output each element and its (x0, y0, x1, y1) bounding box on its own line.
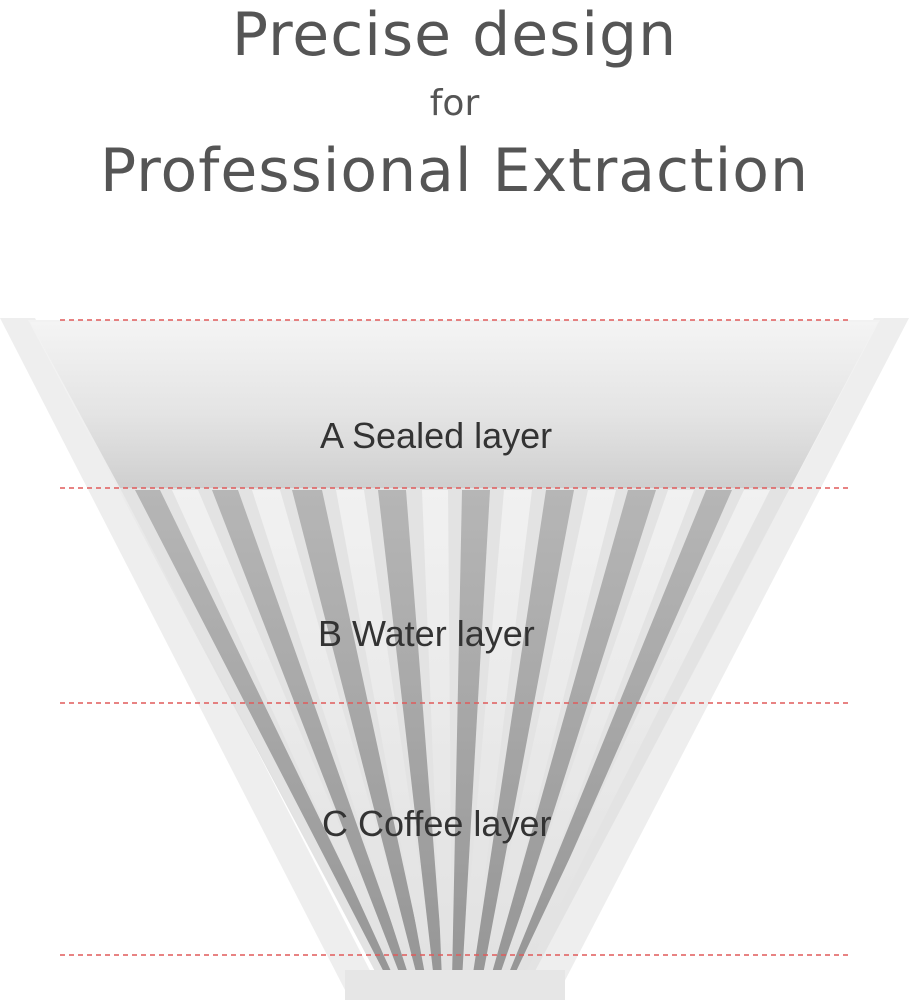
outlet (345, 970, 565, 1000)
title-line-2: for (0, 82, 909, 126)
label-sealed-layer: A Sealed layer (320, 415, 552, 457)
dripper-cross-section: A Sealed layer B Water layer C Coffee la… (0, 300, 909, 1000)
title-line-1: Precise design (0, 0, 909, 70)
title-line-3: Professional Extraction (0, 136, 909, 206)
label-water-layer: B Water layer (318, 613, 535, 655)
label-coffee-layer: C Coffee layer (322, 803, 551, 845)
sealed-layer-region (30, 322, 878, 488)
